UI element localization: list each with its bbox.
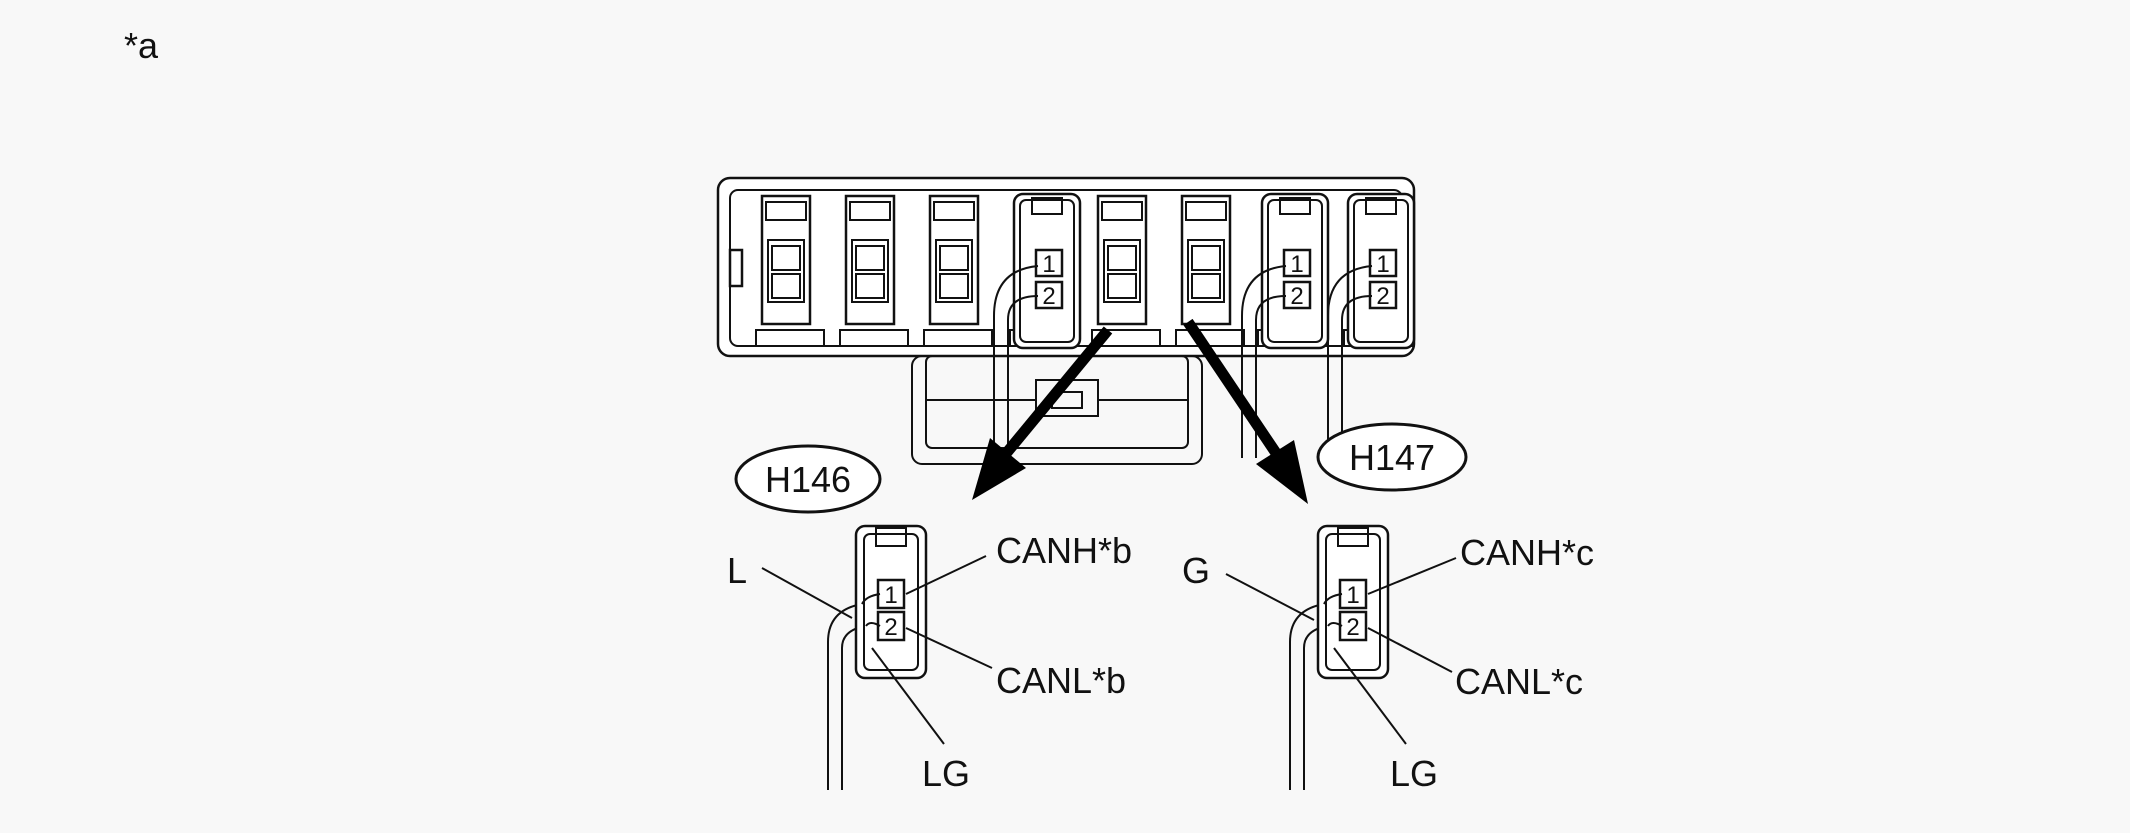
block-cavity-terminal: 12: [1012, 192, 1082, 350]
h146-pin-2: 2: [884, 614, 897, 641]
block-wire: [1327, 265, 1373, 458]
h146-signal-pin1: CANH*b: [996, 530, 1132, 571]
h146-pin-1: 1: [884, 582, 897, 609]
block-pin-1: 1: [1042, 251, 1055, 278]
block-cavity-terminal: 12: [1260, 192, 1330, 350]
h146-wire-color-pin1: L: [727, 550, 747, 591]
block-cavity-empty: [928, 194, 980, 326]
block-cavity-empty: [844, 194, 896, 326]
block-notch: [923, 329, 993, 347]
block-notch: [839, 329, 909, 347]
connector-id-badge-h146: [734, 444, 882, 514]
block-pin-1: 1: [1376, 251, 1389, 278]
block-pin-2: 2: [1376, 283, 1389, 310]
arrow-to-h146: [972, 326, 1113, 500]
block-pin-1: 1: [1290, 251, 1303, 278]
h147-signal-pin1: CANH*c: [1460, 532, 1594, 573]
block-cavity-empty: [1096, 194, 1148, 326]
block-cavity-empty: [760, 194, 812, 326]
connector-h147: H147 1 2 G CANH*c CANL*c LG: [1182, 422, 1594, 794]
connector-id-h146: H146: [765, 459, 851, 500]
block-notch: [1091, 329, 1161, 347]
arrow-to-h147: [1183, 318, 1308, 504]
block-wire: [993, 265, 1039, 458]
connector-id-h147: H147: [1349, 437, 1435, 478]
block-wire: [1241, 265, 1287, 458]
block-cavity-empty: [1180, 194, 1232, 326]
note-label: *a: [124, 25, 159, 66]
block-notch: [755, 329, 825, 347]
h147-pin-1: 1: [1346, 582, 1359, 609]
block-pin-2: 2: [1290, 283, 1303, 310]
h147-wire-color-pin2: LG: [1390, 753, 1438, 794]
h146-wire-color-pin2: LG: [922, 753, 970, 794]
connector-id-badge-h147: [1316, 422, 1468, 492]
h147-wire-color-pin1: G: [1182, 550, 1210, 591]
block-cavity-terminal: 12: [1346, 192, 1416, 350]
h147-pin-2: 2: [1346, 614, 1359, 641]
block-pin-2: 2: [1042, 283, 1055, 310]
connector-h146: H146 1 2 L CANH*b CANL*b LG: [727, 444, 1132, 794]
h147-signal-pin2: CANL*c: [1455, 661, 1583, 702]
h146-signal-pin2: CANL*b: [996, 660, 1126, 701]
